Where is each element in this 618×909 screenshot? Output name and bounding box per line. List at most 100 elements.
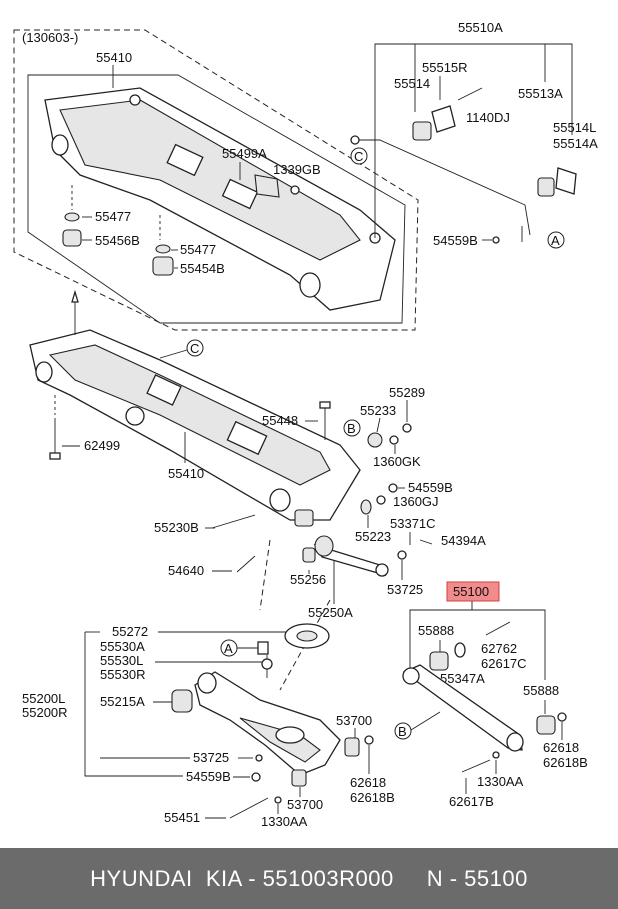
nut-53725-low [255, 754, 263, 762]
label-55530L: 55530L [100, 653, 143, 668]
ball-joint [375, 563, 389, 577]
label-1140DJ: 1140DJ [466, 110, 510, 125]
label-54394A: 54394A [441, 533, 486, 548]
label-62618-b: 62618 [543, 740, 579, 755]
label-54559B-mid: 54559B [408, 480, 453, 495]
nut-1360GK [389, 435, 399, 445]
label-55233: 55233 [360, 403, 396, 418]
stabilizer-bar-end [350, 135, 360, 145]
label-55515R: 55515R [422, 60, 468, 75]
label-1330AA-a: 1330AA [477, 774, 524, 789]
label-55477-b: 55477 [180, 242, 216, 257]
label-62618B-a: 62618B [350, 790, 395, 805]
label-55347A: 55347A [440, 671, 485, 686]
label-55256: 55256 [290, 572, 326, 587]
label-1330AA-b: 1330AA [261, 814, 308, 829]
callout-c-mid-text: C [190, 341, 199, 356]
callout-b-low [394, 722, 412, 740]
washer-55477-b [155, 244, 171, 254]
label-62618-a: 62618 [350, 775, 386, 790]
nut-62618-a [364, 735, 374, 745]
bolt-62617B [461, 759, 491, 773]
label-55888-a: 55888 [418, 623, 454, 638]
arm-eye-2 [506, 732, 524, 752]
nut-54559B-mid [388, 483, 398, 493]
label-55200R: 55200R [22, 705, 68, 720]
callout-b-mid [343, 419, 361, 437]
bolt-55451 [229, 797, 269, 819]
stabilizer-bar [355, 139, 531, 236]
label-53700-b: 53700 [287, 797, 323, 812]
bushing-55215A [171, 689, 193, 713]
label-54559B-low: 54559B [186, 769, 231, 784]
mount-bracket-55499A [254, 174, 280, 198]
bolt-54640 [236, 555, 256, 573]
washer-55223 [360, 499, 372, 515]
clamp-55515R [431, 105, 456, 133]
label-55230B: 55230B [154, 520, 199, 535]
label-55514: 55514 [394, 76, 430, 91]
bolt-55448-head [319, 401, 331, 409]
lead [159, 349, 188, 359]
main-subframe [29, 289, 361, 527]
label-55215A: 55215A [100, 694, 145, 709]
bolt-55230B [211, 514, 256, 529]
label-62617C: 62617C [481, 656, 527, 671]
label-55530R: 55530R [100, 667, 146, 682]
nut-54559B-low [251, 772, 261, 782]
label-55514L: 55514L [553, 120, 596, 135]
label-53371C: 53371C [390, 516, 436, 531]
label-55448: 55448 [262, 413, 298, 428]
label-53725-mid: 53725 [387, 582, 423, 597]
lead [376, 417, 381, 433]
label-54559B-top: 54559B [433, 233, 478, 248]
label-55477-a: 55477 [95, 209, 131, 224]
inset-frame [13, 29, 419, 331]
bracket-55100 [409, 609, 546, 680]
label-62499: 62499 [84, 438, 120, 453]
nut-55289 [402, 423, 412, 433]
washer-55477-a [64, 212, 80, 222]
nut-54559B-top [492, 236, 500, 244]
label-55200L: 55200L [22, 691, 65, 706]
label-55510A: 55510A [458, 20, 503, 35]
label-1360GK: 1360GK [373, 454, 421, 469]
washer-55233 [367, 432, 383, 448]
dashed-connector [259, 539, 271, 611]
washer-55347A [454, 642, 466, 658]
label-55100: 55100 [453, 584, 489, 599]
label-1360GJ: 1360GJ [393, 494, 439, 509]
nut-62618-b [557, 712, 567, 722]
callout-c-top-text: C [354, 149, 363, 164]
label-55454B: 55454B [180, 261, 225, 276]
label-62762: 62762 [481, 641, 517, 656]
label-55223: 55223 [355, 529, 391, 544]
label-55456B: 55456B [95, 233, 140, 248]
callout-a-top-text: A [551, 233, 560, 248]
spring-seat [275, 726, 305, 744]
label-53725-low: 53725 [193, 750, 229, 765]
pin-54394A [419, 539, 433, 545]
bolt-1339GB [290, 185, 300, 195]
label-55499A: 55499A [222, 146, 267, 161]
label-62618B-b: 62618B [543, 755, 588, 770]
callout-c-top [350, 147, 368, 165]
label-55410-mid: 55410 [168, 466, 204, 481]
inset-subframe-frame [27, 74, 406, 324]
nut-53725-mid [397, 550, 407, 560]
label-55888-b: 55888 [523, 683, 559, 698]
label-55410-top: 55410 [96, 50, 132, 65]
bolt-1140DJ [457, 87, 483, 101]
bushing-55888-b [536, 715, 556, 735]
link-ball [261, 658, 273, 670]
label-62617B: 62617B [449, 794, 494, 809]
bushing-55514L [537, 177, 555, 197]
nut-1360GJ [376, 495, 386, 505]
bushing-55888-a [429, 651, 449, 671]
lead [410, 711, 441, 731]
label-55272: 55272 [112, 624, 148, 639]
bushing-55454B [152, 256, 174, 276]
bushing-53700-a [344, 737, 360, 757]
bolt-62499-head [49, 452, 61, 460]
